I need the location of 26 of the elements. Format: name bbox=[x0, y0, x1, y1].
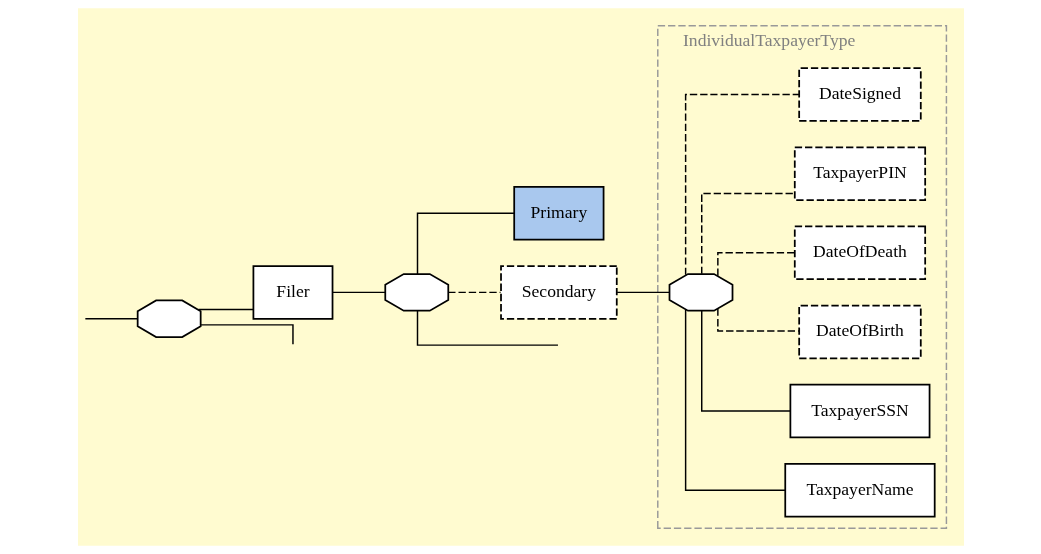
node-box: DateOfDeath bbox=[793, 225, 926, 281]
connector bbox=[84, 318, 138, 320]
node-box: Secondary bbox=[499, 265, 618, 320]
node-box: DateOfBirth bbox=[797, 304, 922, 360]
connector bbox=[199, 324, 294, 345]
connector bbox=[615, 291, 670, 294]
connector bbox=[416, 310, 559, 346]
node-box: TaxpayerName bbox=[783, 462, 936, 518]
connector bbox=[416, 212, 515, 275]
connector bbox=[700, 192, 795, 275]
node-octagon bbox=[668, 273, 733, 312]
connector bbox=[447, 291, 501, 294]
node-box: TaxpayerSSN bbox=[789, 383, 930, 439]
connector bbox=[716, 307, 800, 332]
node-box: Filer bbox=[252, 265, 333, 320]
node-box: DateSigned bbox=[797, 67, 922, 122]
node-octagon bbox=[136, 299, 202, 338]
connector bbox=[684, 309, 786, 491]
connector bbox=[716, 252, 795, 277]
connector bbox=[331, 291, 386, 294]
node-octagon bbox=[383, 273, 449, 312]
node-box: TaxpayerPIN bbox=[793, 146, 926, 201]
connector bbox=[700, 310, 791, 412]
connector bbox=[684, 93, 800, 276]
connector bbox=[197, 308, 254, 311]
node-box: Primary bbox=[512, 186, 604, 241]
